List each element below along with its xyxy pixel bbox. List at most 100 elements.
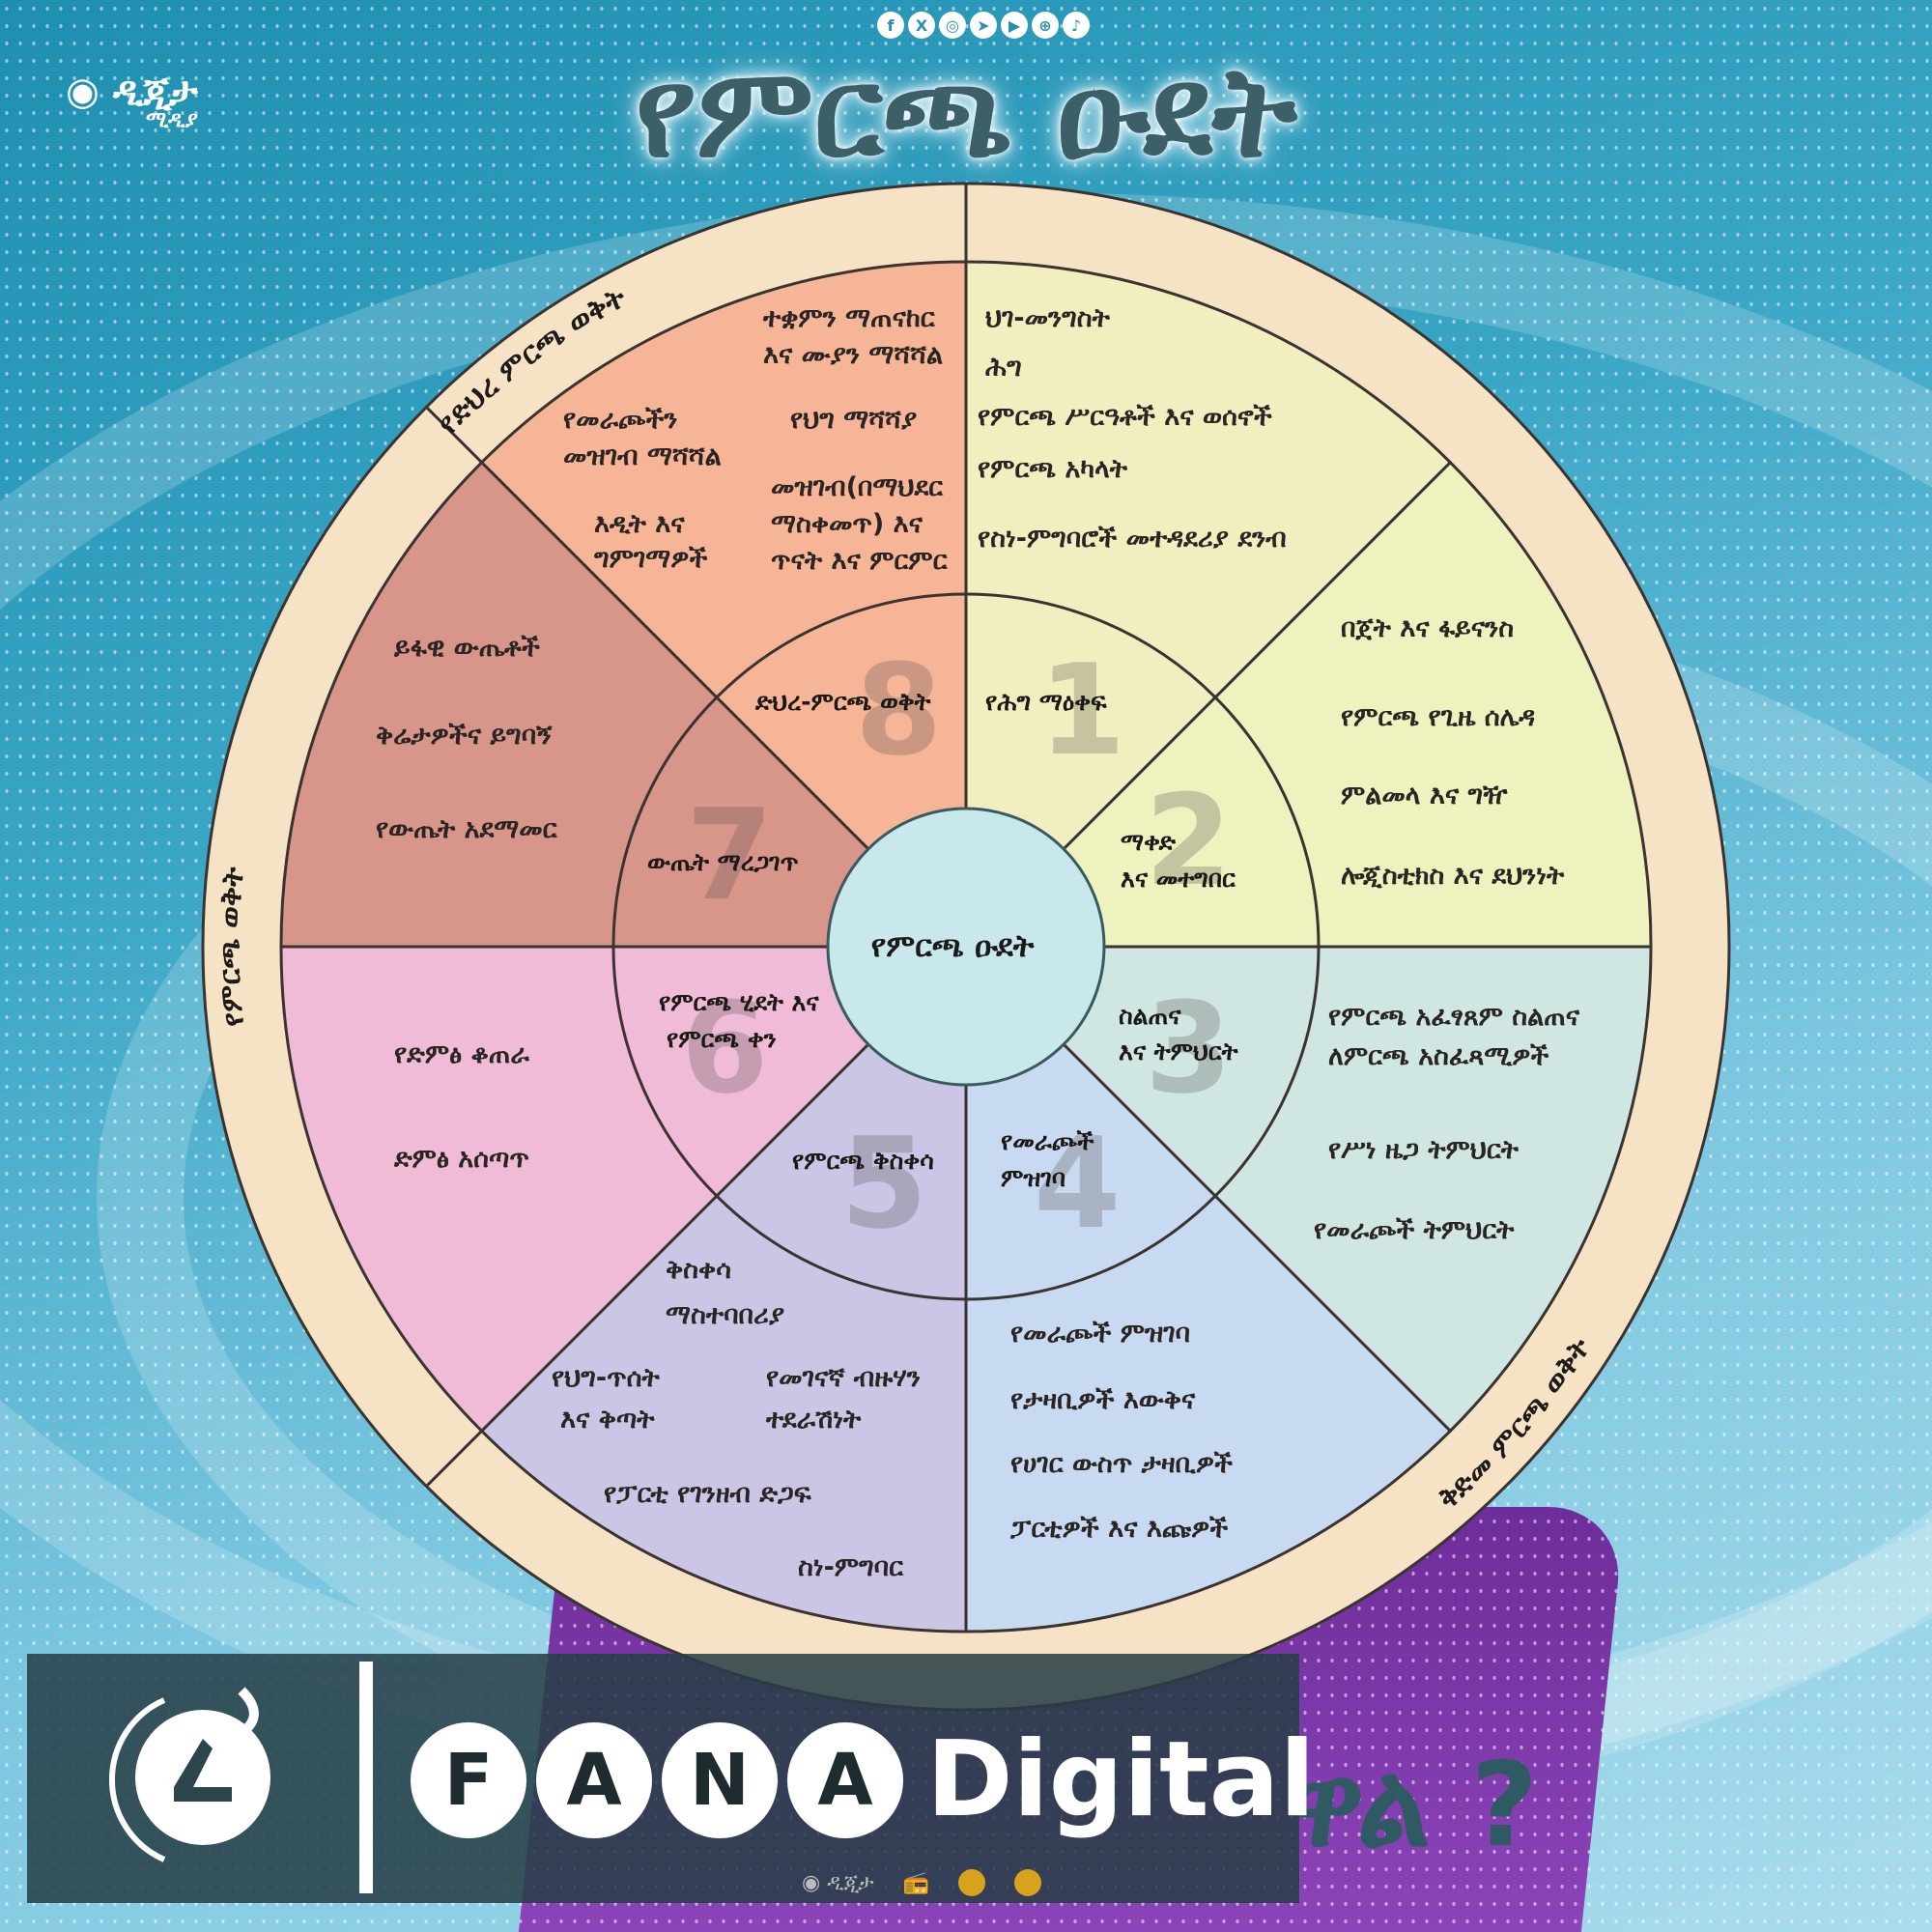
center-label: የምርጫ ዑደት [871, 927, 1035, 964]
sector-8-item: ጥናት እና ምርምር [771, 546, 949, 576]
sector-4-item: ፓርቲዎች እና እጩዎች [1009, 1514, 1229, 1544]
sector-5-item: የመገናኛ ብዙሃን [766, 1363, 921, 1393]
sector-8-item: መዝገብ(በማህደር [771, 472, 944, 502]
inner-label-3b: እና ትምህርት [1119, 1037, 1239, 1065]
sector-8-item: እና ሙያን ማሻሻል [763, 340, 943, 370]
sector-8-item: ግምገማዎች [594, 544, 708, 574]
sector-number-8: 8 [855, 637, 942, 783]
footer-brand-icons: ◉ ዲጂታ 📻 [802, 1869, 1042, 1896]
tiktok-icon[interactable]: ♪ [1063, 12, 1090, 39]
inner-label-4b: ምዝገባ [1001, 1164, 1065, 1192]
letter-circle: N [662, 1721, 778, 1838]
sector-4-item: የሀገር ውስጥ ታዛቢዎች [1010, 1449, 1234, 1479]
digital-word: Digital [926, 1719, 1316, 1840]
center-circle [826, 807, 1106, 1087]
sector-4-item: የመራጮች ምዝገባ [1010, 1319, 1190, 1349]
sector-8-item: የመራጮችን [563, 405, 677, 435]
sector-5-item: ማስተባበሪያ [666, 1300, 784, 1330]
instagram-icon[interactable]: ◎ [939, 12, 966, 39]
ring-divider [425, 406, 483, 464]
sector-4-item: የታዛቢዎች እውቅና [1010, 1385, 1196, 1415]
sector-number-5: 5 [840, 1110, 927, 1257]
inner-label-4a: የመራጮች [1001, 1127, 1094, 1155]
sector-8-wedge [481, 262, 966, 947]
letter-circle: A [536, 1721, 652, 1838]
sector-6-item: የድምፅ ቆጠራ [394, 1039, 529, 1069]
ring-divider [425, 1430, 483, 1488]
sector-8-item: ተቋምን ማጠናከር [762, 303, 936, 333]
inner-label-6b: የምርጫ ቀን [667, 1025, 777, 1053]
sector-1-item: ህገ-መንግስት [985, 303, 1111, 333]
sector-number-6: 6 [681, 975, 768, 1122]
sector-number-1: 1 [1038, 637, 1125, 783]
sector-3-item: የምርጫ አፈፃጸም ስልጠና [1328, 1002, 1580, 1032]
banner-divider [359, 1662, 373, 1893]
inner-label-2b: እና መተግበር [1121, 865, 1236, 893]
banner-background-text: ዋል ? [1285, 1739, 1539, 1873]
sector-7-item: የውጤት አደማመር [376, 814, 558, 844]
letter-circle: F [411, 1721, 526, 1838]
sector-number-4: 4 [1034, 1110, 1121, 1257]
sector-1-item: ሕግ [985, 353, 1022, 383]
sector-2-item: የምርጫ የጊዜ ሰሌዳ [1341, 702, 1535, 732]
sector-5-item: ስነ-ምግባር [798, 1552, 904, 1582]
sector-3-wedge [966, 947, 1652, 1432]
fana-logo-icon [109, 1687, 270, 1862]
sector-6-wedge [281, 947, 966, 1432]
inner-label-5: የምርጫ ቅስቀሳ [792, 1147, 934, 1175]
sector-4-wedge [966, 947, 1451, 1632]
inner-label-7: ውጤት ማረጋገጥ [647, 848, 799, 876]
inner-label-2a: ማቀድ [1121, 828, 1177, 856]
logo-text: ዲጂታ [112, 70, 198, 114]
inner-label-3a: ስልጠና [1119, 1002, 1181, 1030]
sector-8-item: መዝገብ ማሻሻል [563, 441, 722, 471]
sector-number-7: 7 [686, 781, 773, 928]
sector-7-wedge [281, 462, 966, 947]
sector-8-item: እዲት እና [594, 509, 685, 539]
sector-number-3: 3 [1145, 975, 1232, 1122]
sector-5-item: ቅስቀሳ [666, 1255, 731, 1285]
sector-1-item: የምርጫ ሥርዓቶች እና ወሰኖች [978, 402, 1273, 432]
page-title: የምርጫ ዑደት [635, 39, 1297, 185]
media-logo-icon: ◉ ዲጂታ [802, 1870, 874, 1895]
inner-label-1: የሕግ ማዕቀፍ [985, 688, 1107, 716]
fana-gold-logo-icon [958, 1869, 986, 1896]
ring-label-election: የምርጫ ወቅት [213, 865, 251, 1028]
sector-6-item: ድምፅ አሰጣጥ [393, 1144, 529, 1174]
sector-5-item: የህግ-ጥሰት [552, 1363, 660, 1393]
sector-2-wedge [966, 462, 1652, 947]
sector-5-item: የፓርቲ የገንዘብ ድጋፍ [604, 1479, 812, 1509]
youtube-icon[interactable]: ▶ [1001, 12, 1028, 39]
facebook-icon[interactable]: f [877, 12, 904, 39]
sector-7-item: ቅሬታዎችና ይግባኝ [376, 721, 553, 751]
inner-label-6a: የምርጫ ሂደት እና [659, 988, 819, 1016]
sector-8-item: ማስቀመጥ) እና [771, 509, 923, 539]
sector-3-item: ለምርጫ አስፈጻሚዎች [1328, 1041, 1549, 1071]
sector-1-item: የስነ-ምግባሮች መተዳደሪያ ደንብ [978, 524, 1287, 554]
sector-1-item: የምርጫ አካላት [978, 454, 1128, 484]
social-icons: f X ◎ ➤ ▶ ⊕ ♪ [877, 12, 1090, 39]
fana-gold-logo-icon [1014, 1869, 1042, 1896]
sector-number-2: 2 [1145, 767, 1232, 914]
sector-2-item: ምልመላ እና ግዥ [1341, 781, 1508, 810]
radio-icon: 📻 [902, 1870, 930, 1895]
sector-8-item: የህግ ማሻሻያ [790, 405, 917, 435]
brand-logo: ◉ ዲጂታ ሚዲያ [66, 70, 198, 132]
fana-digital-wordmark: F A N A Digital [411, 1719, 1316, 1840]
sector-5-wedge [481, 947, 966, 1632]
inner-label-8: ድህረ-ምርጫ ወቅት [754, 688, 932, 716]
sector-2-item: በጀት እና ፋይናንስ [1341, 613, 1514, 643]
telegram-icon[interactable]: ➤ [970, 12, 997, 39]
sector-1-wedge [966, 262, 1451, 947]
logo-subtext: ሚዲያ [146, 108, 198, 132]
sector-2-item: ሎጂስቲክስ እና ደህንነት [1341, 861, 1565, 891]
sector-5-item: እና ቅጣት [560, 1405, 655, 1435]
sector-3-item: የመራጮች ትምህርት [1314, 1215, 1515, 1245]
x-icon[interactable]: X [908, 12, 935, 39]
web-icon[interactable]: ⊕ [1032, 12, 1059, 39]
letter-circle: A [787, 1721, 903, 1838]
sector-5-item: ተደራሽነት [765, 1405, 862, 1435]
sector-3-item: የሥነ ዜጋ ትምህርት [1328, 1135, 1520, 1165]
